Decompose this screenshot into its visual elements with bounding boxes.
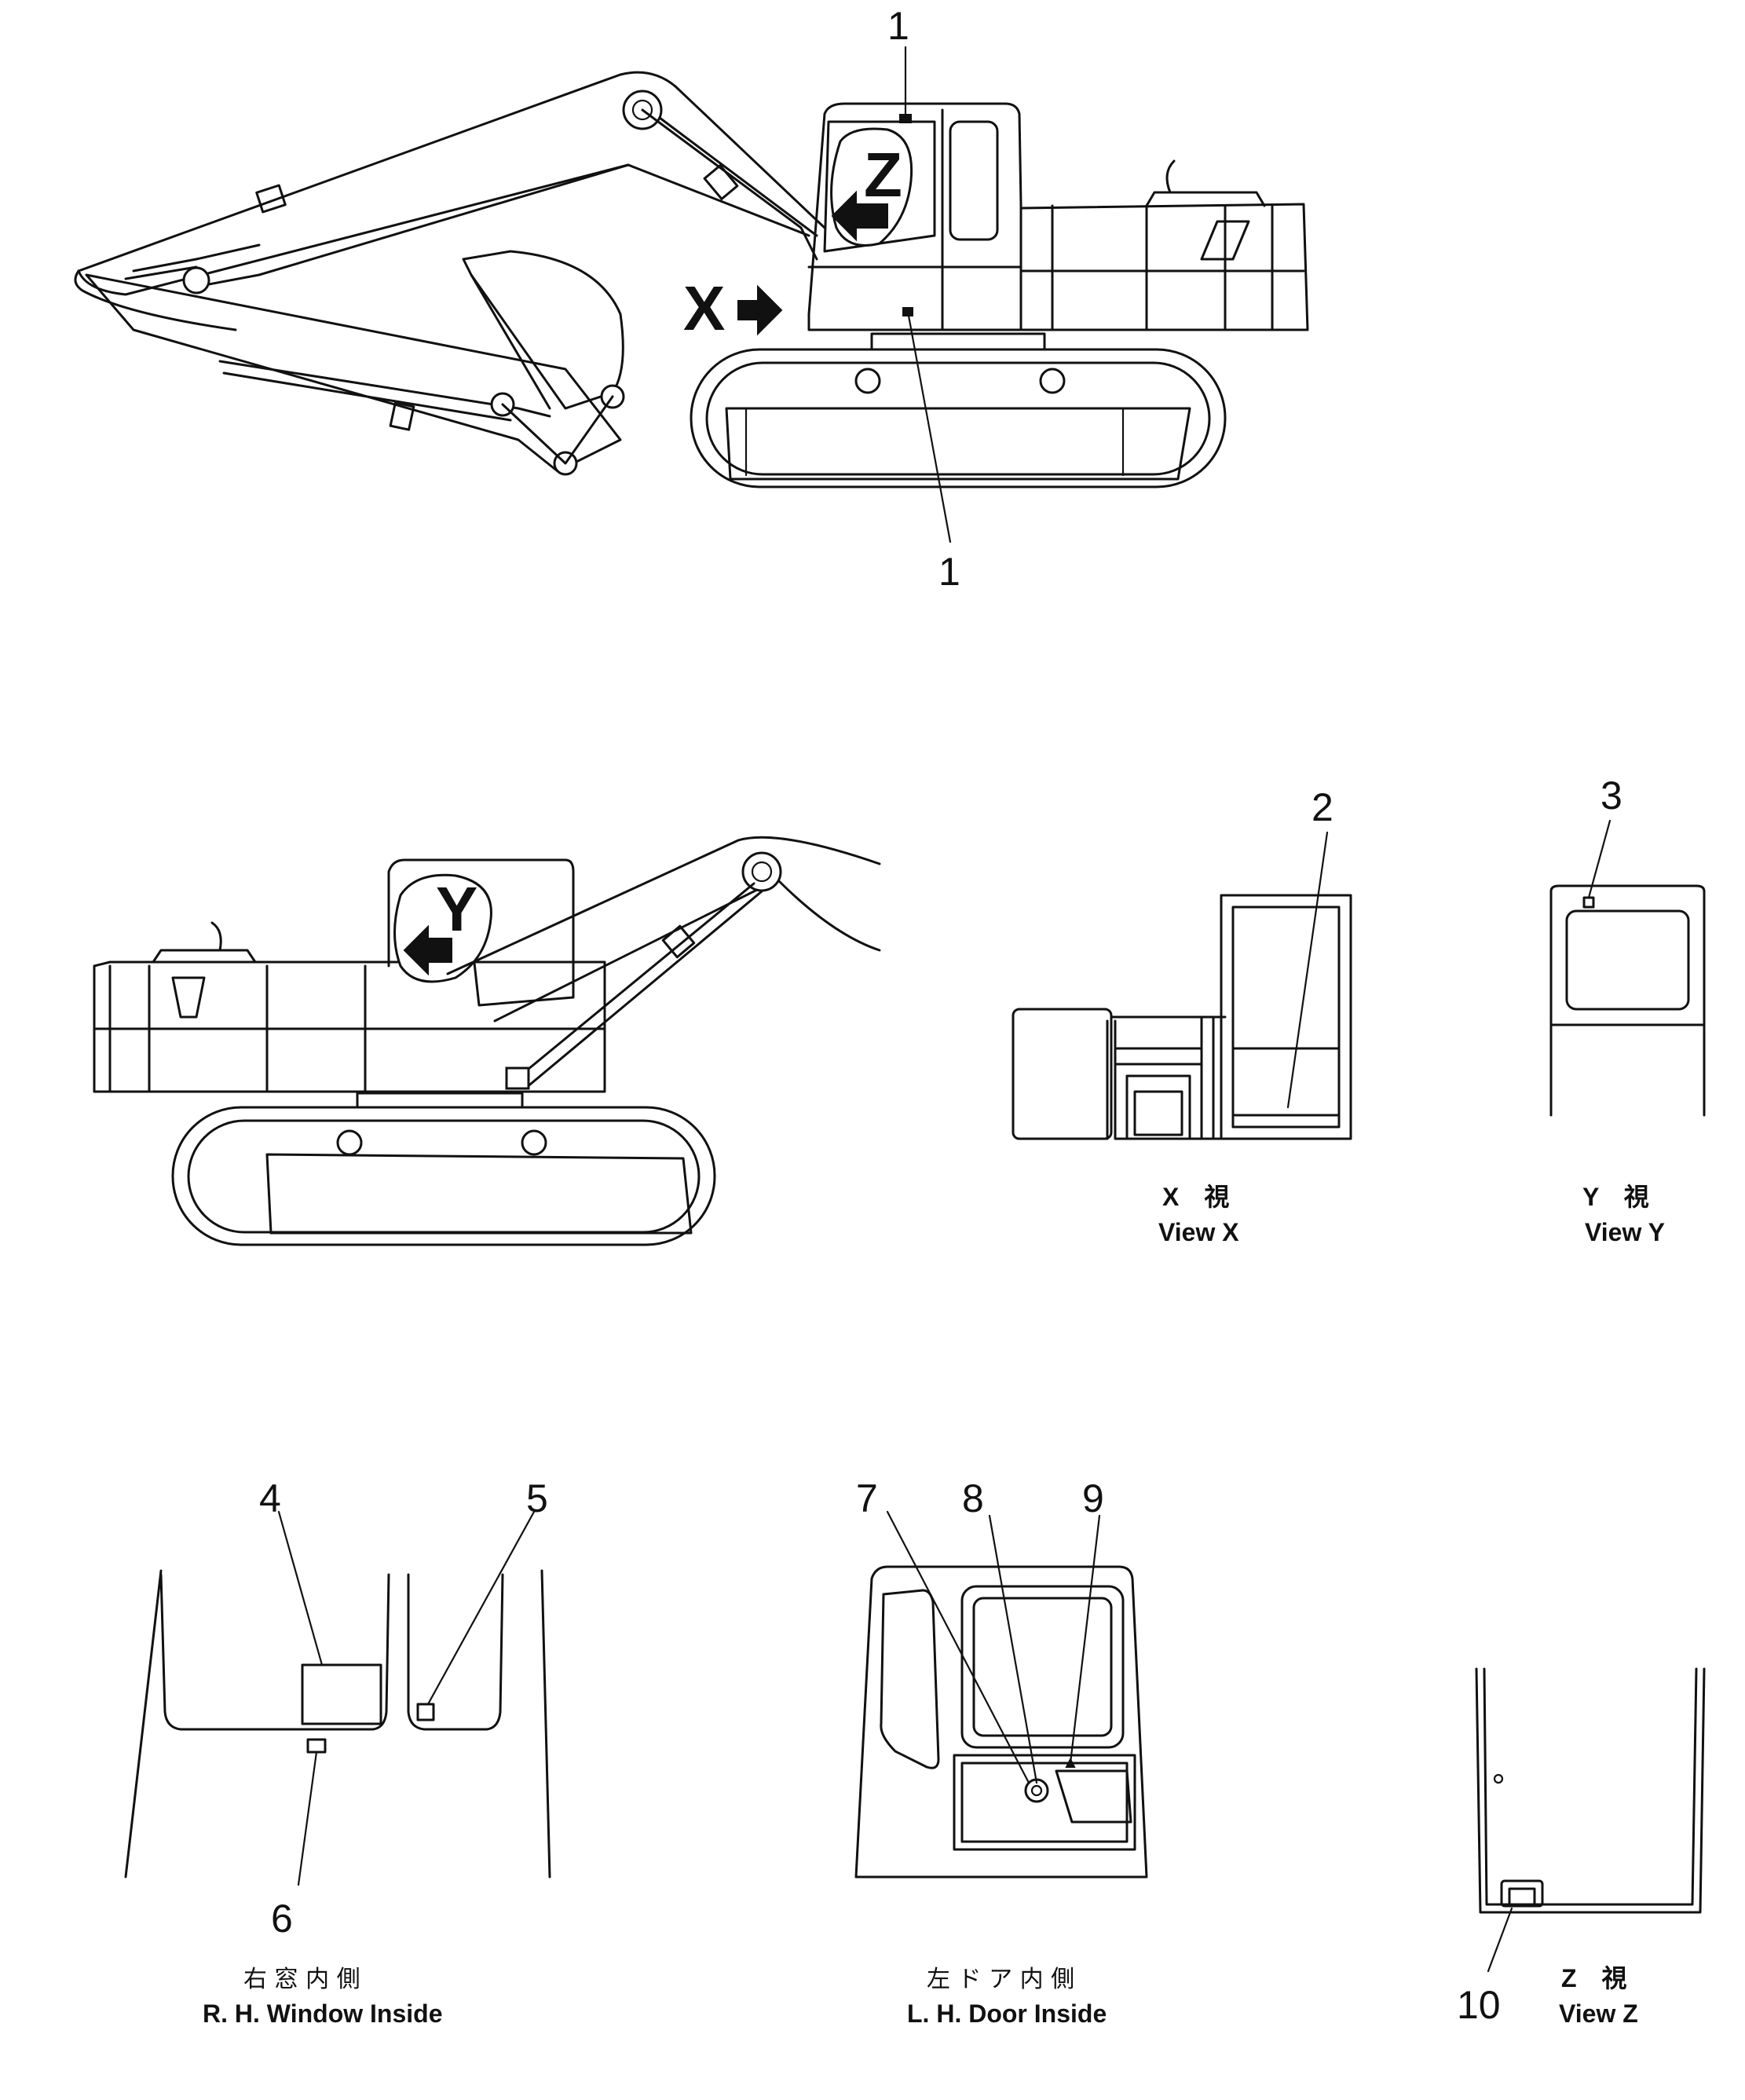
lh-door-caption-en: L. H. Door Inside: [907, 1999, 1107, 2028]
leader-5: [426, 1510, 536, 1706]
cab-windshield: [1565, 909, 1690, 1011]
lh-door-lower-panel: [953, 1754, 1136, 1851]
bucket-cylinder: [218, 360, 551, 422]
view-x-caption-en: View X: [1158, 1218, 1239, 1246]
excavator-left-side-view: Z X: [74, 71, 1309, 488]
arm-cylinder: [124, 243, 261, 280]
leader-8: [988, 1514, 1038, 1784]
view-x-caption-jp: X 視: [1162, 1183, 1229, 1211]
leader-4: [277, 1510, 324, 1666]
view-y-marker: Y: [436, 874, 477, 944]
cab: [807, 102, 1022, 331]
view-z-arrow-icon: [831, 190, 888, 242]
boom-cylinder: [641, 108, 818, 261]
callout-5: 5: [526, 1476, 548, 1520]
rh-window-side: [407, 1573, 504, 1731]
track-outer-right: [171, 1106, 716, 1246]
view-y-arrow-icon: [403, 924, 452, 976]
leader-10: [1487, 1907, 1513, 1973]
boom-upper-edge: [77, 71, 826, 273]
callout-4: 4: [259, 1476, 281, 1520]
decal-10-marker: [1500, 1879, 1544, 1908]
cab-right: [387, 858, 575, 971]
callout-1-top: 1: [887, 4, 909, 48]
bucket: [462, 250, 624, 410]
lh-door-main-window: [960, 1585, 1125, 1749]
decal-5-marker: [416, 1703, 435, 1721]
track-frame: [725, 407, 1191, 481]
view-x-marker: X: [683, 273, 725, 343]
leader-7: [886, 1510, 1030, 1784]
decal-4-panel: [301, 1663, 382, 1725]
exhaust-pipe-right: [210, 921, 222, 952]
boom-right-upper: [446, 836, 881, 975]
cab-rear-view: [1220, 894, 1352, 1140]
callout-6: 6: [271, 1897, 293, 1941]
view-y-diagram: 3 Y 視 View Y: [1549, 774, 1706, 1246]
rh-window-main: [159, 1573, 390, 1731]
view-z-caption-en: View Z: [1559, 1999, 1638, 2028]
decal-1-top-marker: [899, 114, 912, 123]
swing-circle: [870, 332, 1046, 351]
leader-1-bottom: [907, 314, 952, 543]
lh-door-outline: [854, 1565, 1148, 1879]
callout-9: 9: [1082, 1476, 1104, 1520]
upper-structure-right: [93, 960, 606, 1093]
track-outer: [690, 348, 1227, 488]
callout-1-bottom: 1: [938, 550, 960, 594]
cab-side-window: [949, 120, 999, 241]
lh-door-inside-diagram: 7 8 9 左 ド ア 内 側 L. H. Door Inside: [854, 1476, 1148, 2028]
lh-door-caption-jp: 左 ド ア 内 側: [927, 1966, 1074, 1993]
callout-8: 8: [962, 1476, 984, 1520]
leader-3: [1587, 819, 1611, 899]
decal-6-marker: [306, 1738, 327, 1754]
decal-9-panel: [1055, 1769, 1132, 1824]
excavator-right-side-view: Y: [93, 836, 881, 1246]
exhaust-pipe: [1165, 159, 1176, 194]
callout-10: 10: [1457, 1983, 1501, 2027]
view-y-caption-en: View Y: [1585, 1218, 1665, 1246]
callout-3: 3: [1600, 774, 1622, 818]
view-x-arrow-icon: [737, 284, 783, 336]
lh-door-small-window: [880, 1589, 940, 1769]
boom-cylinder-right: [509, 882, 763, 1089]
boom-right-lower: [493, 878, 881, 1023]
rh-window-caption-jp: 右 窓 内 側: [243, 1966, 360, 1993]
callout-7: 7: [856, 1476, 878, 1520]
decal-3-marker: [1582, 896, 1595, 909]
leader-6: [297, 1751, 318, 1886]
upper-structure: [1019, 203, 1309, 331]
view-y-caption-jp: Y 視: [1582, 1183, 1649, 1211]
leader-2: [1286, 831, 1329, 1109]
track-frame-right: [265, 1153, 693, 1235]
rh-window-inside-diagram: 4 5 6 右 窓 内 側 R. H. Window Inside: [124, 1476, 551, 2028]
view-z-marker: Z: [864, 140, 902, 210]
cab-front-view: [1549, 884, 1706, 1117]
view-z-outer-frame: [1475, 1667, 1706, 1914]
leader-9: [1069, 1514, 1101, 1765]
view-z-caption-jp: Z 視: [1561, 1964, 1627, 1992]
decal-1-bottom-marker: [902, 307, 913, 316]
view-z-diagram: 10 Z 視 View Z: [1457, 1667, 1706, 2028]
view-x-diagram: 2 X 視 View X: [1012, 785, 1352, 1246]
callout-2: 2: [1311, 785, 1333, 829]
rh-window-caption-en: R. H. Window Inside: [203, 1999, 442, 2028]
swing-circle-right: [356, 1092, 524, 1109]
rh-window-frame-outer: [124, 1569, 551, 1879]
engine-hood-rear: [1012, 1008, 1113, 1140]
boom-pin-right: [741, 851, 782, 892]
